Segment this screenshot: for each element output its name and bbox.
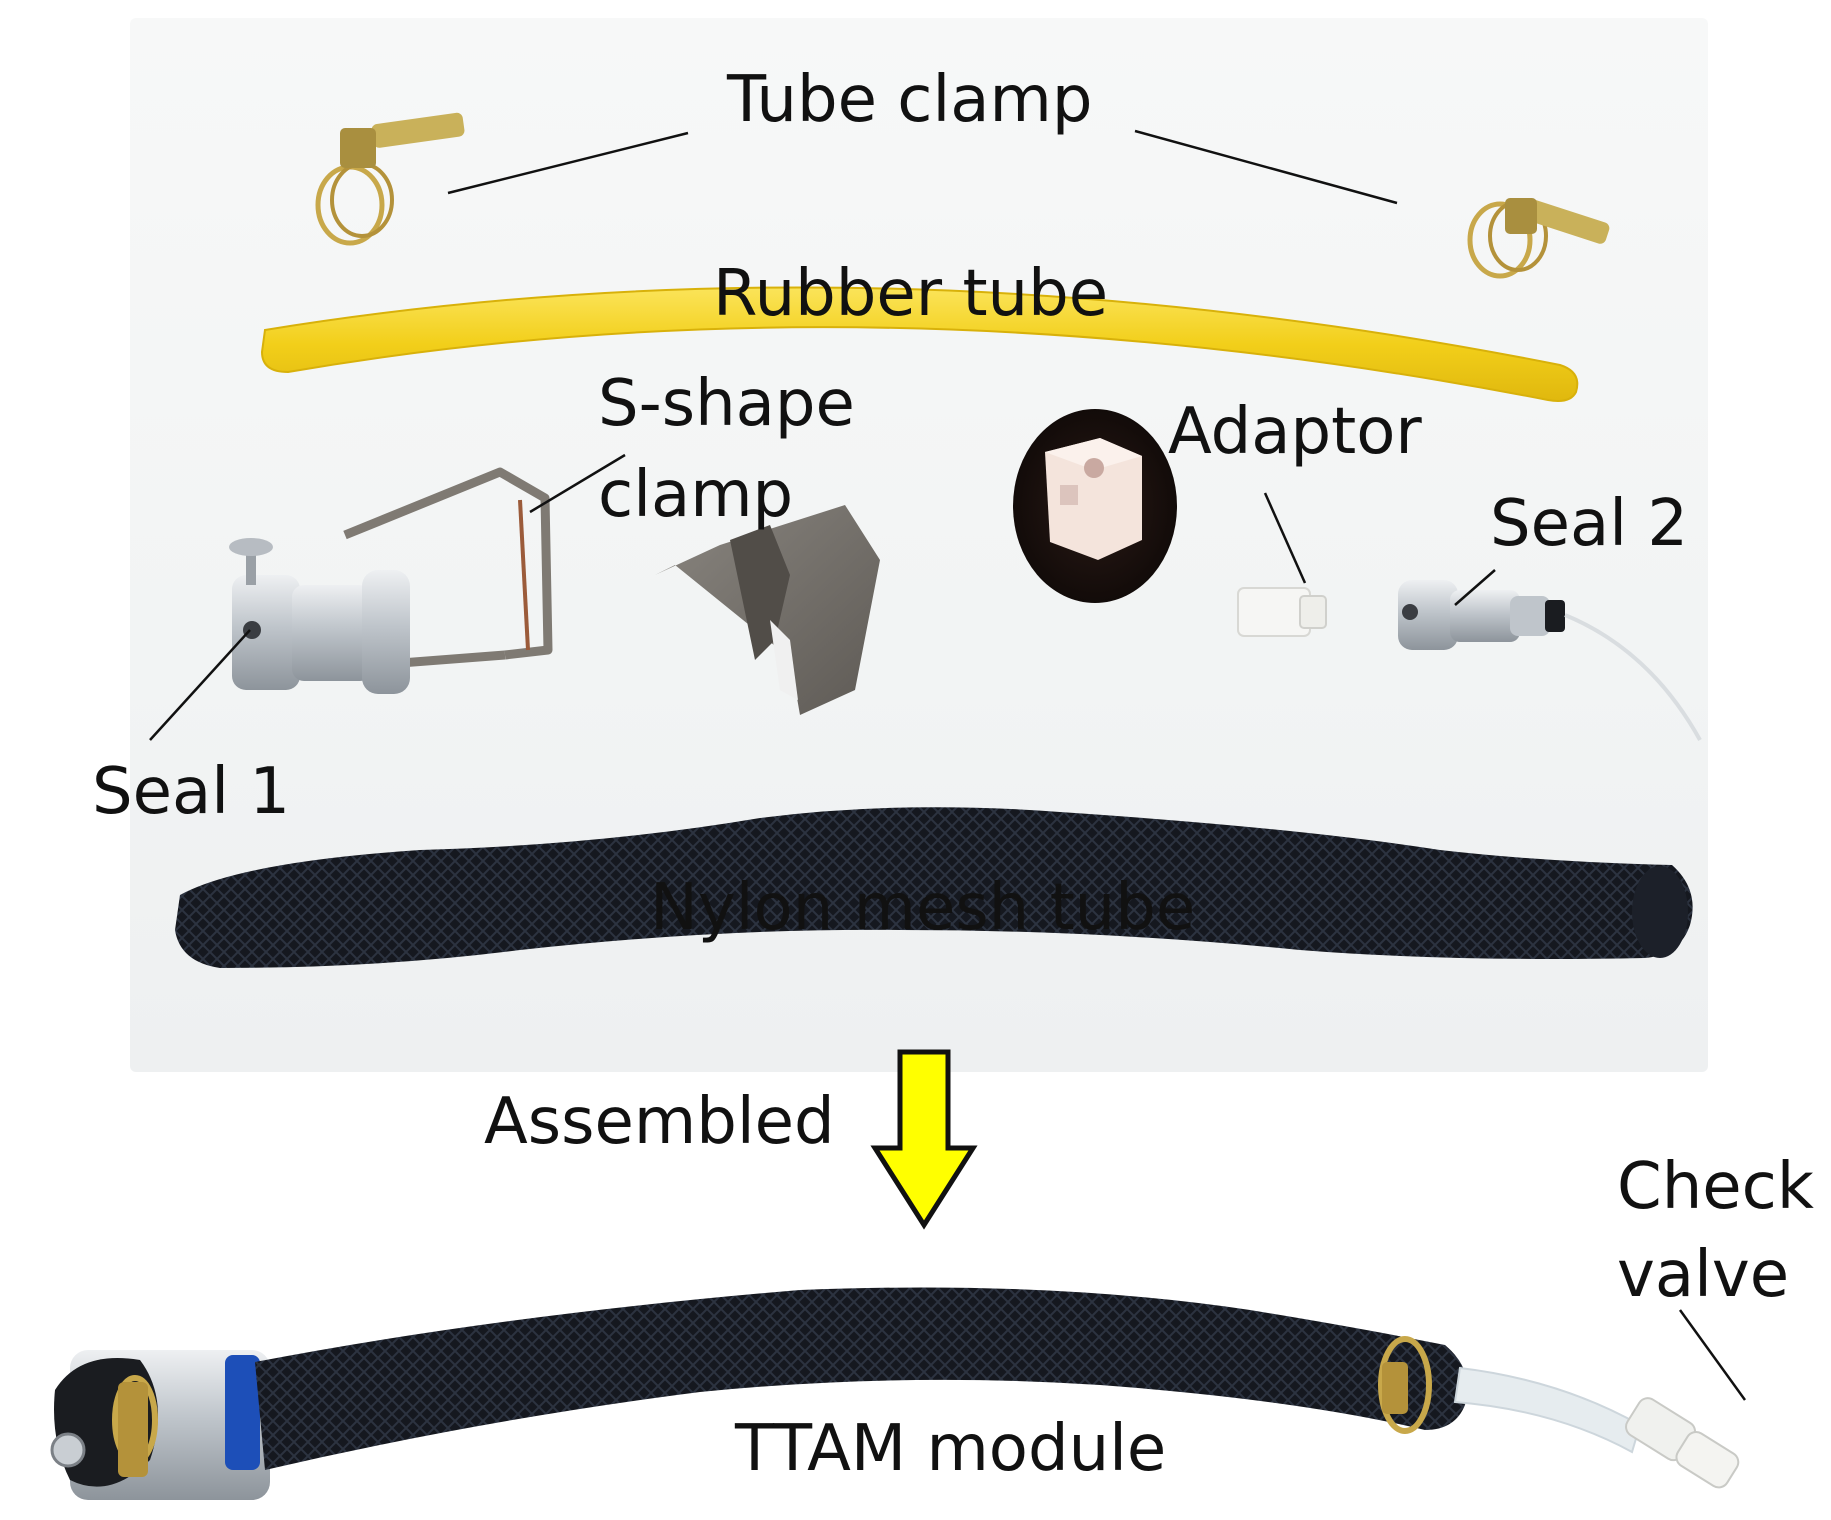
adaptor-label: Adaptor bbox=[1168, 395, 1422, 469]
check-valve-label-line2: valve bbox=[1617, 1238, 1790, 1312]
tube-clamp-left bbox=[315, 112, 465, 246]
rubber-tube bbox=[260, 286, 1579, 402]
s-shape-clamp-leader bbox=[529, 453, 626, 514]
tube-clamp-leader-right bbox=[1134, 129, 1398, 205]
s-shape-clamp-plate bbox=[655, 505, 880, 715]
check-valve-leader bbox=[1678, 1309, 1747, 1401]
seal-2-label: Seal 2 bbox=[1490, 487, 1689, 561]
s-shape-clamp-label-line1: S-shape bbox=[598, 367, 855, 441]
adaptor-part bbox=[1237, 587, 1327, 637]
seal-2-leader bbox=[1454, 569, 1496, 606]
seal-1-label: Seal 1 bbox=[92, 755, 291, 829]
assembled-arrow bbox=[870, 1049, 978, 1230]
adaptor-leader bbox=[1263, 492, 1307, 584]
adaptor-inset bbox=[1013, 409, 1177, 603]
tube-clamp-right bbox=[1467, 198, 1610, 279]
seal-1-leader bbox=[149, 629, 251, 741]
seal-1-part bbox=[229, 538, 410, 694]
tube-clamp-label: Tube clamp bbox=[727, 63, 1093, 137]
ttam-module-assembly bbox=[50, 1287, 1740, 1500]
seal-2-part bbox=[1398, 580, 1702, 741]
ttam-module-label: TTAM module bbox=[735, 1412, 1167, 1486]
assembled-label: Assembled bbox=[484, 1085, 835, 1159]
s-shape-clamp-label-line2: clamp bbox=[598, 458, 794, 532]
rubber-tube-label: Rubber tube bbox=[713, 257, 1109, 331]
nylon-mesh-tube-label: Nylon mesh tube bbox=[650, 871, 1196, 945]
check-valve-label-line1: Check bbox=[1617, 1150, 1814, 1224]
tube-clamp-leader-left bbox=[447, 131, 689, 195]
nylon-mesh-tube-end bbox=[1632, 866, 1688, 958]
nylon-mesh-tube bbox=[175, 807, 1693, 968]
